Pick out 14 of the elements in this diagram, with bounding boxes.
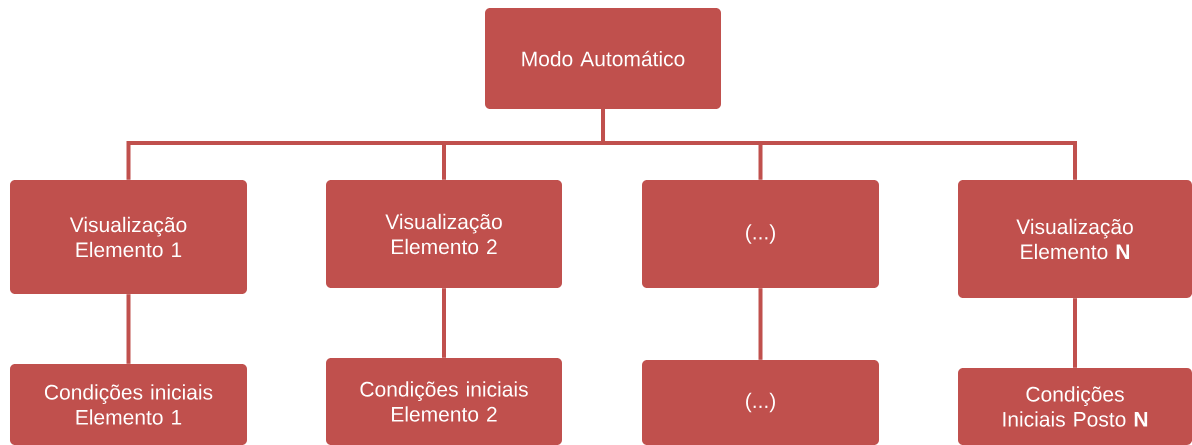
process-box: Condições iniciais Elemento 1	[10, 364, 247, 445]
process-box: (...)	[642, 360, 879, 445]
process-box: Visualização Elemento 1	[10, 180, 247, 294]
process-box: (...)	[642, 180, 879, 288]
process-box: Visualização Elemento 2	[326, 180, 562, 288]
process-box: Condições iniciais Elemento 2	[326, 358, 562, 445]
process-box: Condições Iniciais Posto N	[958, 368, 1192, 445]
process-box: Modo Automático	[485, 8, 721, 109]
connector-line	[442, 288, 446, 358]
process-box: Visualização Elemento N	[958, 180, 1192, 298]
connector-line	[758, 288, 763, 360]
connector-line	[1073, 298, 1077, 368]
connector-line	[601, 109, 1077, 180]
connector-line	[126, 294, 131, 364]
